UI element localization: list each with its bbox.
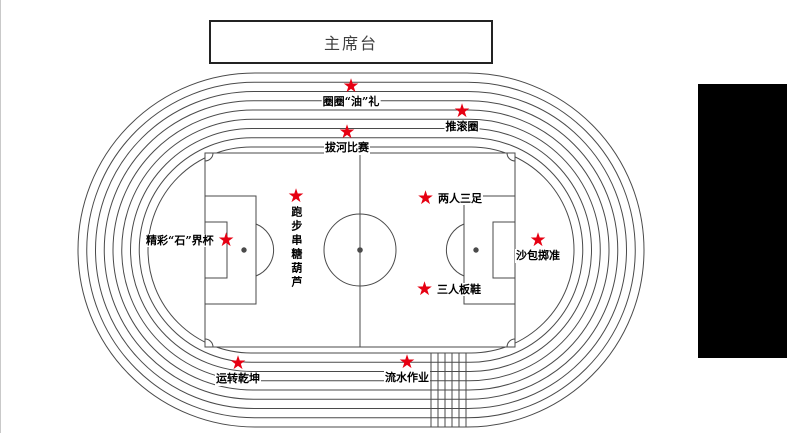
station-label: 圈圈“油”礼	[321, 95, 381, 109]
star-icon: ★	[398, 351, 416, 373]
corner-arc	[204, 152, 214, 162]
station-sandbag-toss: ★ 沙包掷准	[515, 229, 561, 263]
corner-arc	[506, 152, 516, 162]
station-board-shoe-race: ★ 三人板鞋	[416, 278, 483, 300]
track-lane-line	[112, 109, 610, 391]
track-lane-line	[86, 81, 636, 419]
track-lane-line	[77, 72, 645, 428]
station-label: 流水作业	[384, 371, 430, 385]
corner-arc	[506, 338, 516, 348]
star-icon: ★	[416, 278, 434, 300]
station-label: 推滚圈	[444, 120, 480, 134]
star-icon: ★	[287, 185, 305, 207]
page-edge-line	[0, 0, 1, 433]
field-center-spot	[357, 247, 363, 253]
redaction-bar	[698, 84, 787, 358]
rostrum-label: 主席台	[323, 34, 378, 53]
field-center-circle	[323, 213, 397, 287]
rostrum-box: 主席台	[209, 20, 493, 64]
station-tanghulu-run: ★ 跑步串糖葫芦	[287, 185, 305, 291]
football-field	[204, 152, 516, 348]
track-lane-line	[95, 91, 627, 409]
station-label: 精彩“石”界杯	[145, 233, 215, 248]
star-icon: ★	[229, 352, 247, 374]
left-penalty-spot	[241, 247, 247, 253]
star-icon: ★	[342, 75, 360, 97]
station-three-legged-race: ★ 两人三足	[417, 187, 484, 209]
station-label: 拔河比赛	[324, 141, 370, 155]
station-hoop-rolling: ★ 推滚圈	[444, 100, 480, 134]
right-penalty-arc	[445, 223, 465, 277]
station-label: 跑步串糖葫芦	[289, 205, 303, 291]
station-assembly-line: ★ 流水作业	[384, 351, 430, 385]
corner-arc	[204, 338, 214, 348]
right-penalty-spot	[473, 247, 479, 253]
station-label: 两人三足	[437, 191, 484, 206]
start-finish-lines	[430, 353, 467, 427]
track-lane-line	[121, 118, 601, 382]
star-icon: ★	[453, 100, 471, 122]
station-stone-world-cup: ★ 精彩“石”界杯	[145, 229, 235, 251]
star-icon: ★	[529, 229, 547, 251]
station-ring-toss: ★ 圈圈“油”礼	[321, 75, 381, 109]
station-label: 运转乾坤	[215, 372, 261, 386]
track-lane-line	[138, 137, 584, 363]
star-icon: ★	[338, 121, 356, 143]
track-lane-line	[130, 128, 592, 372]
station-label: 沙包掷准	[515, 249, 561, 263]
left-penalty-arc	[255, 223, 275, 277]
star-icon: ★	[417, 187, 435, 209]
station-tug-of-war: ★ 拔河比赛	[324, 121, 370, 155]
station-yunzhuan-qiankun: ★ 运转乾坤	[215, 352, 261, 386]
star-icon: ★	[217, 229, 235, 251]
left-goal-area	[204, 221, 228, 279]
station-label: 三人板鞋	[436, 282, 483, 297]
